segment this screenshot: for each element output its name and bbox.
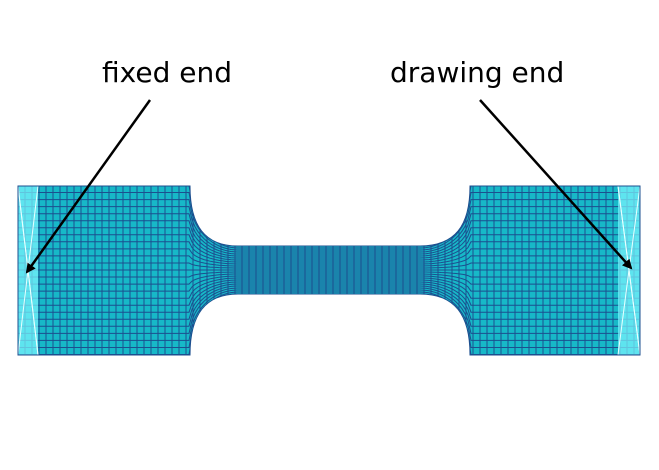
drawing-end-zone-line — [628, 186, 640, 271]
mesh-line-horizontal — [18, 234, 639, 261]
mesh-line-horizontal — [18, 291, 639, 348]
fixed-end-zone-line — [27, 269, 39, 355]
mesh — [18, 186, 640, 355]
drawing-end-label: drawing end — [390, 56, 565, 89]
mesh-line-horizontal — [18, 192, 639, 249]
mesh-line-horizontal — [18, 199, 639, 251]
mesh-line-horizontal — [18, 255, 639, 267]
drawing-end-arrow — [479, 99, 633, 270]
fixed-end-zone-line — [18, 186, 29, 271]
mesh-line-horizontal — [18, 213, 639, 255]
mesh-line-horizontal — [18, 273, 639, 285]
mesh-line-horizontal — [18, 281, 639, 313]
mesh-line-horizontal — [18, 279, 639, 306]
mesh-line-horizontal — [18, 271, 639, 278]
mesh-line-horizontal — [18, 220, 639, 257]
mesh-line-horizontal — [18, 241, 639, 263]
mesh-line-horizontal — [18, 283, 639, 320]
fixed-end-zone-line — [27, 186, 39, 271]
fixed-end-zone-line — [18, 269, 29, 355]
mesh-line-horizontal — [18, 285, 639, 327]
fixed-end-label: fixed end — [102, 56, 232, 89]
drawing-end-zone-line — [628, 269, 640, 355]
fixed-end-arrow — [25, 99, 152, 274]
mesh-line-horizontal — [18, 262, 639, 269]
specimen-outline — [17, 185, 641, 356]
drawing-end-zone-line — [617, 269, 630, 355]
mesh-line-horizontal — [18, 206, 639, 253]
mesh-line-horizontal — [18, 248, 639, 265]
drawing-end-zone-line — [617, 186, 630, 271]
mesh-line-horizontal — [18, 275, 639, 292]
mesh-line-horizontal — [18, 289, 639, 341]
mesh-line-horizontal — [18, 277, 639, 299]
mesh-line-horizontal — [18, 227, 639, 259]
mesh-line-horizontal — [18, 287, 639, 334]
